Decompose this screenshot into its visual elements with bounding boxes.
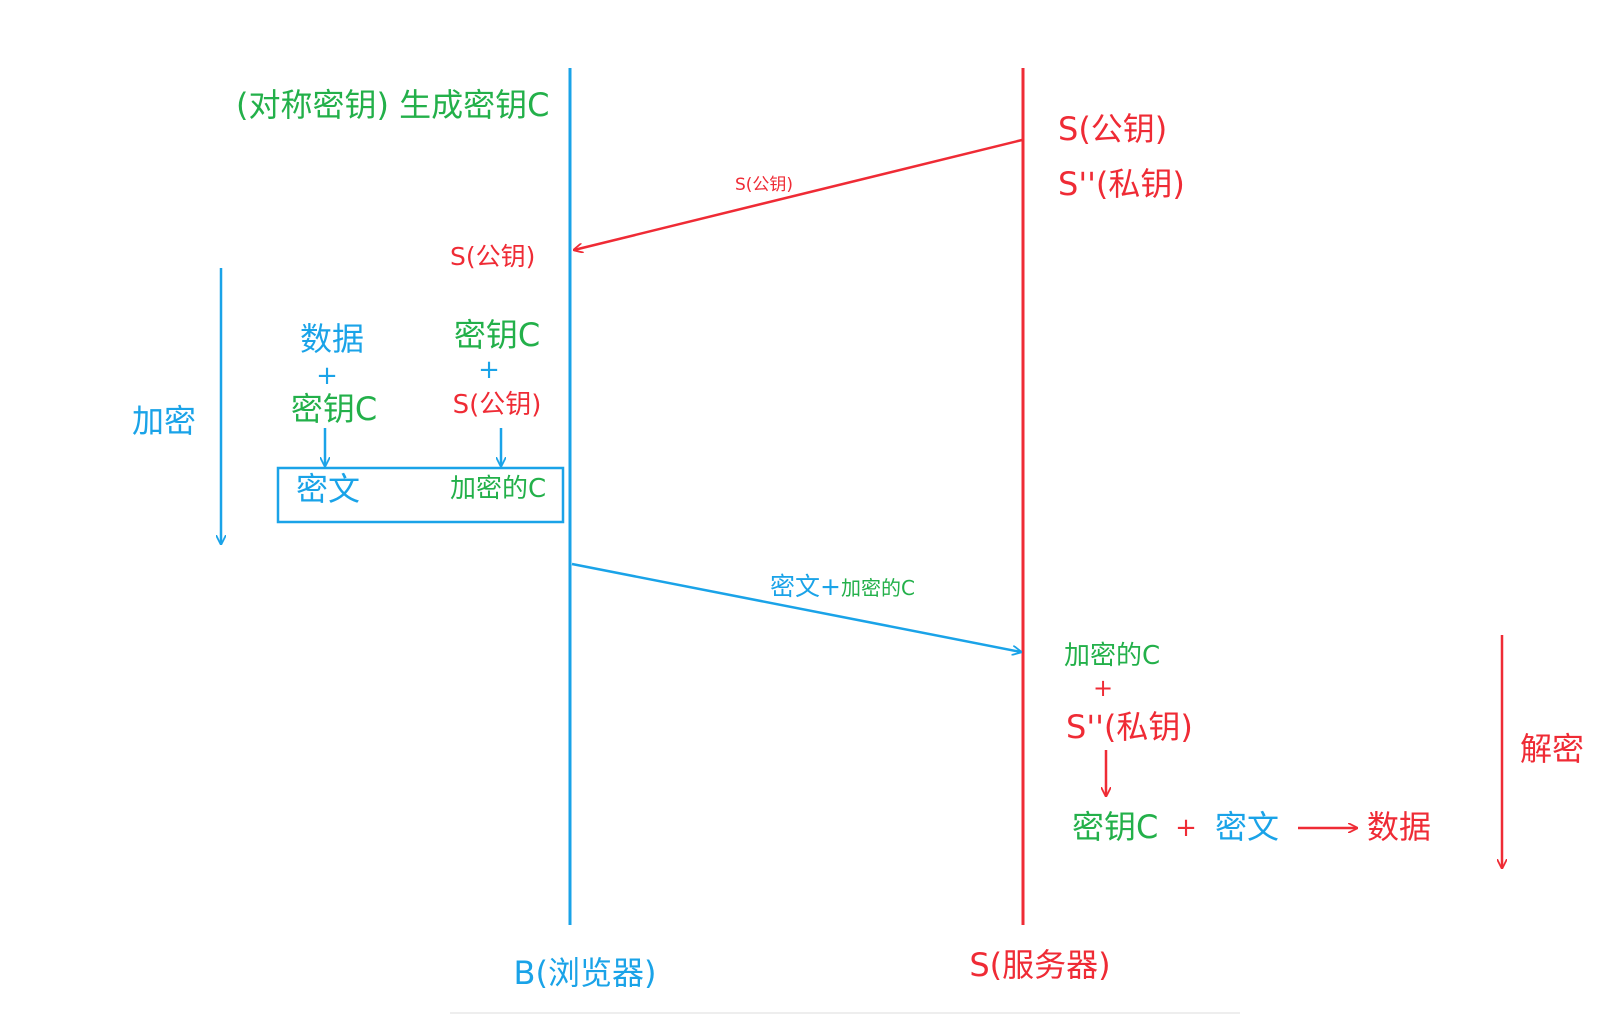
decrypt-cipher: 密文 bbox=[1215, 808, 1279, 846]
decrypt-plus: + bbox=[1093, 674, 1113, 702]
encrypt-result-key: 加密的C bbox=[450, 474, 546, 504]
decrypt-label: 解密 bbox=[1520, 730, 1584, 768]
msg-cipher-label: 密文+加密的C bbox=[770, 572, 915, 601]
encrypt-result-box bbox=[276, 466, 565, 524]
cipher-message-arrow bbox=[571, 562, 1021, 652]
decrypt-top: 加密的C bbox=[1064, 641, 1160, 671]
decrypt-key: 密钥C bbox=[1072, 808, 1158, 846]
encrypt-result-cipher: 密文 bbox=[296, 470, 360, 508]
encrypt-col2-plus: + bbox=[478, 355, 500, 385]
encrypt-col2-top: 密钥C bbox=[454, 316, 540, 354]
msg-cipher-text: 密文+ bbox=[770, 572, 841, 601]
msg-pubkey-label: S(公钥) bbox=[735, 175, 793, 195]
encrypt-col1-bottom: 密钥C bbox=[291, 390, 377, 428]
decrypt-bottom: S''(私钥) bbox=[1066, 708, 1193, 746]
browser-label: B(浏览器) bbox=[514, 954, 657, 992]
decrypt-data: 数据 bbox=[1367, 808, 1431, 846]
browser-received-pubkey: S(公钥) bbox=[450, 242, 535, 271]
msg-cipher-key: 加密的C bbox=[841, 576, 915, 600]
server-label: S(服务器) bbox=[969, 946, 1110, 984]
encrypt-col1-top: 数据 bbox=[300, 320, 364, 358]
server-public-key: S(公钥) bbox=[1058, 110, 1167, 148]
encrypt-label: 加密 bbox=[132, 402, 196, 440]
server-private-key: S''(私钥) bbox=[1058, 165, 1185, 203]
encrypt-col2-bottom: S(公钥) bbox=[453, 390, 542, 420]
pubkey-message-arrow bbox=[574, 138, 1023, 250]
encrypt-col1-plus: + bbox=[316, 361, 338, 391]
sym-key-gen-label: (对称密钥) 生成密钥C bbox=[236, 86, 550, 124]
decrypt-plus2: + bbox=[1175, 813, 1197, 843]
